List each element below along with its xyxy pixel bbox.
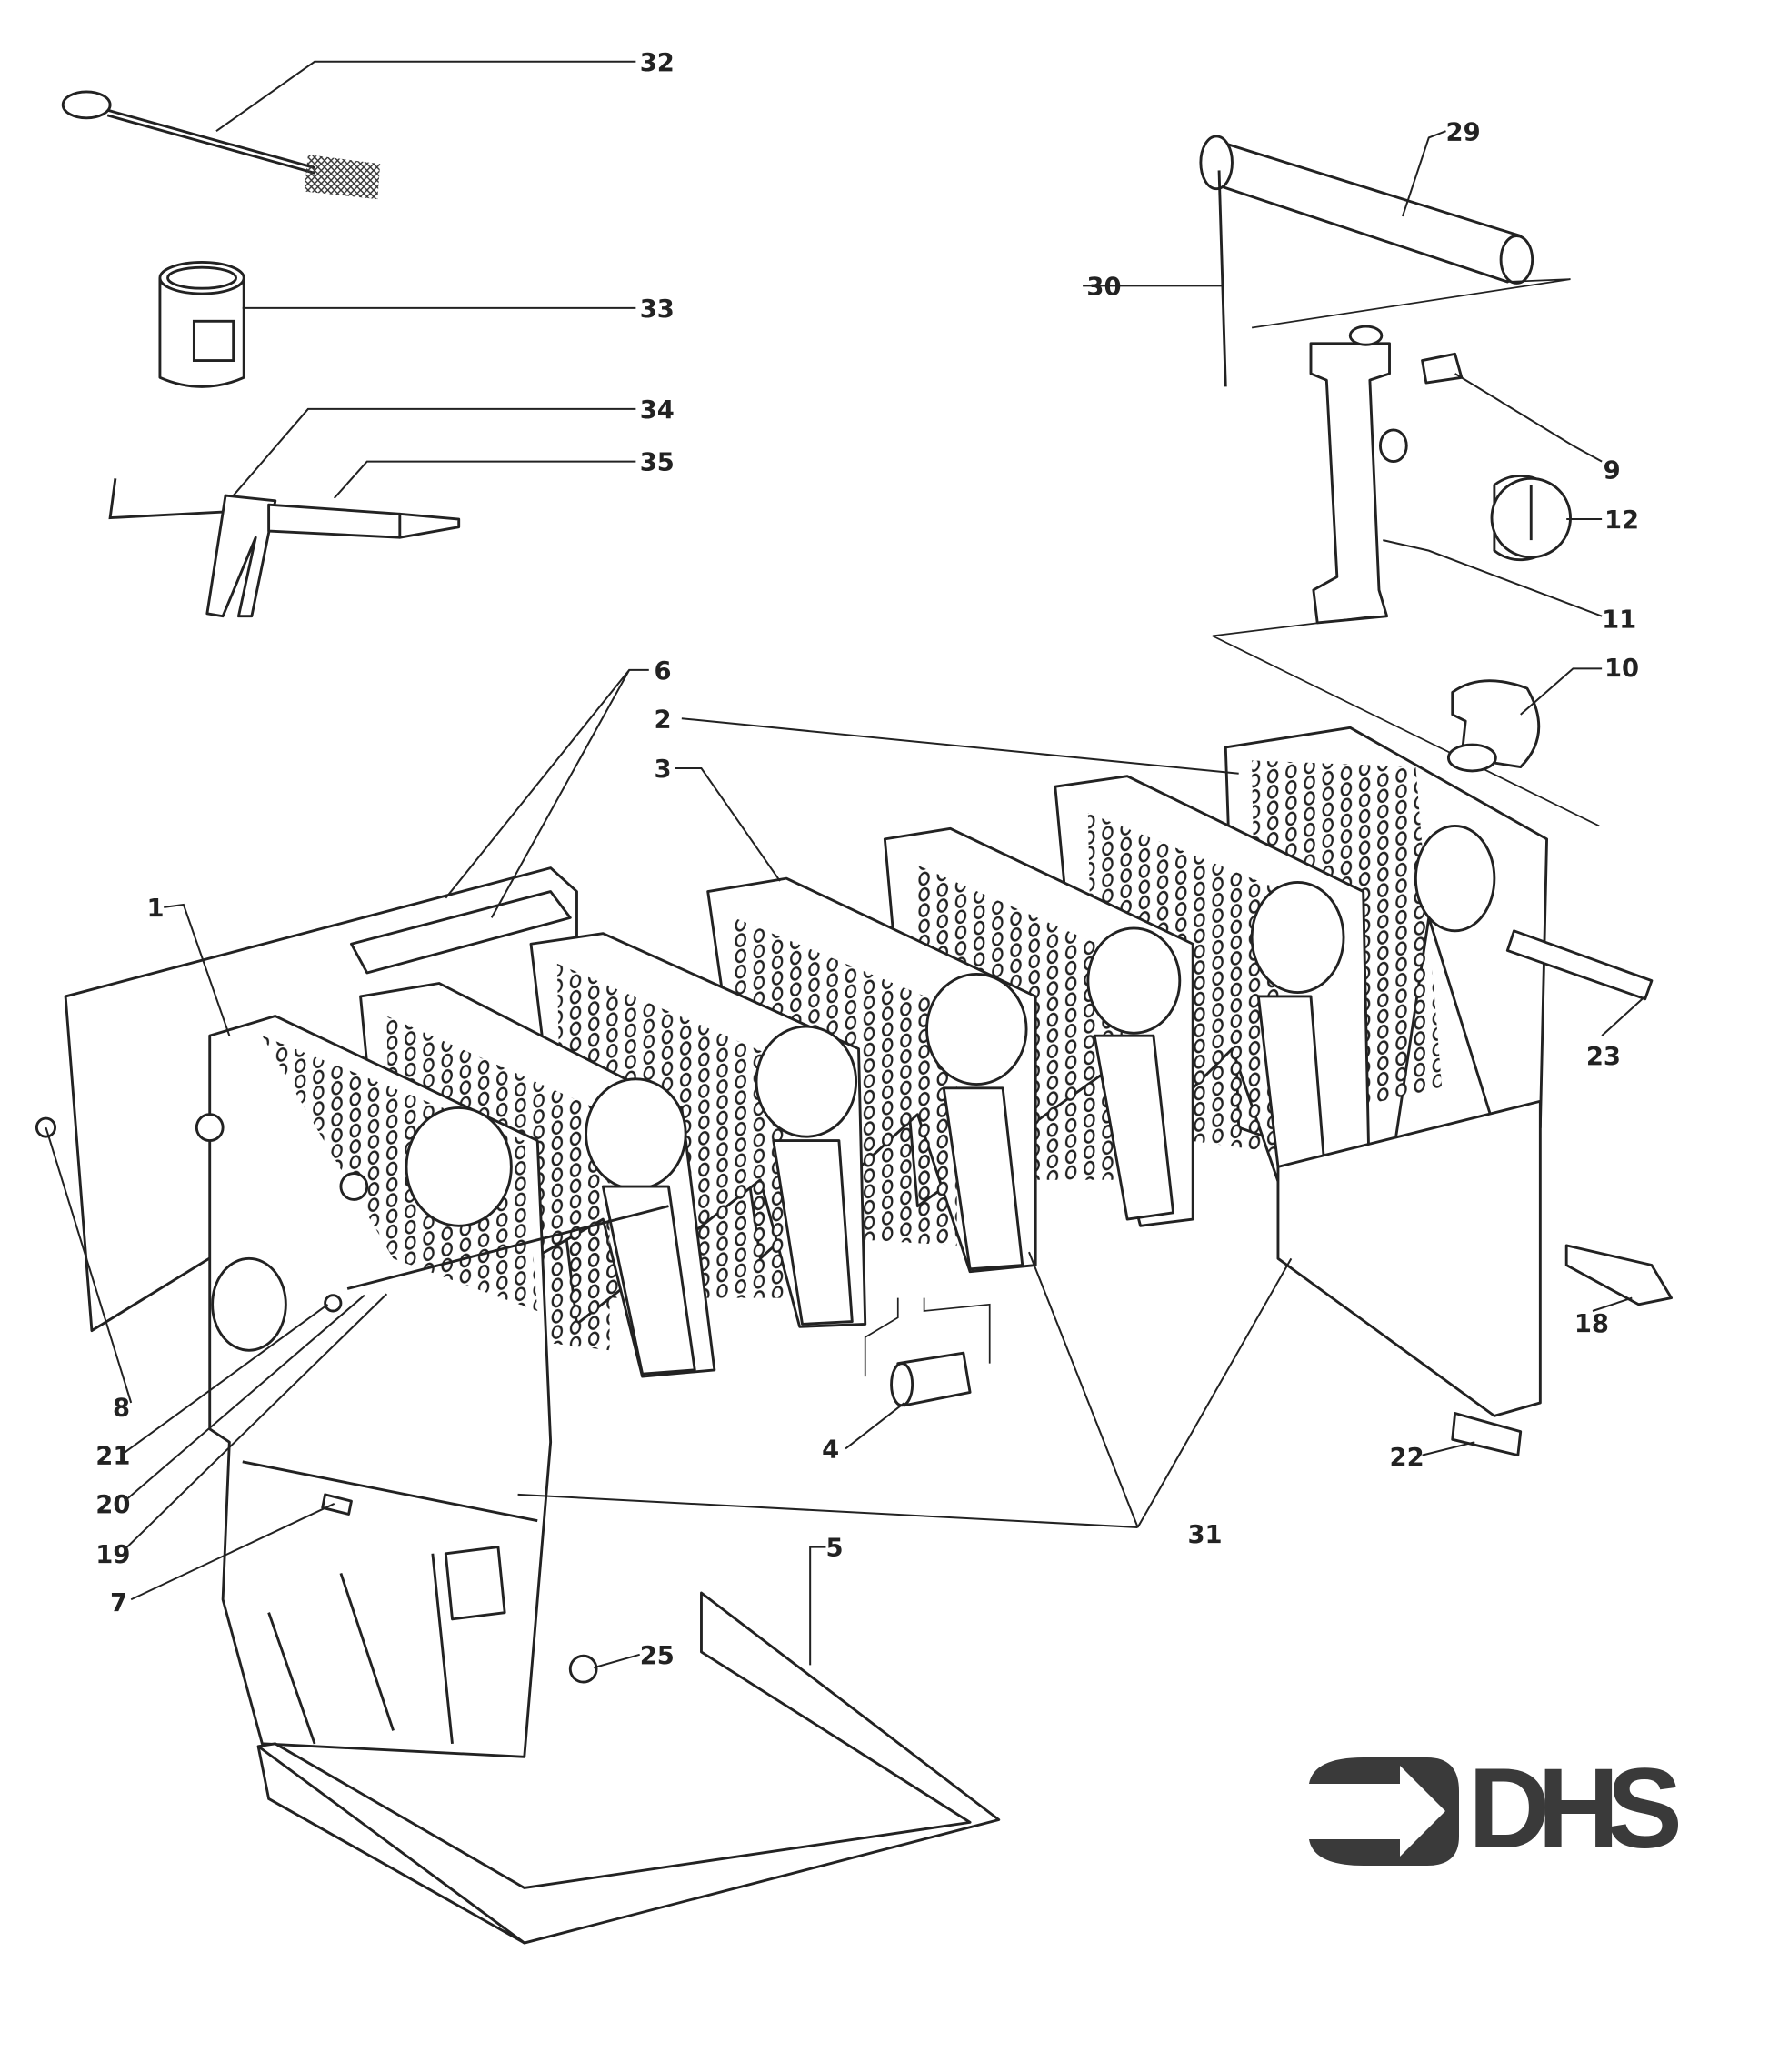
nut-25	[568, 1654, 598, 1684]
wire-brush	[61, 90, 381, 200]
label-3: 3	[655, 756, 672, 784]
manifold-pipe	[1212, 325, 1600, 827]
label-2: 2	[655, 706, 672, 734]
bolt-23	[1505, 929, 1654, 1001]
label-12: 12	[1604, 506, 1639, 535]
label-18: 18	[1574, 1310, 1609, 1338]
label-33: 33	[640, 295, 675, 324]
base-tray	[256, 1591, 1001, 1945]
label-5: 5	[825, 1535, 843, 1563]
paste-can	[158, 260, 245, 388]
label-4: 4	[822, 1436, 839, 1465]
section-front	[195, 1015, 669, 1758]
screw-7	[321, 1493, 353, 1516]
label-31: 31	[1187, 1521, 1222, 1549]
flue-pipe	[1199, 135, 1571, 387]
label-19: 19	[95, 1541, 130, 1569]
label-20: 20	[95, 1491, 130, 1519]
caulk-gun	[108, 478, 461, 618]
dhs-logo: DHS	[1309, 1746, 1692, 1872]
label-8: 8	[113, 1394, 130, 1422]
label-10: 10	[1604, 655, 1639, 683]
label-21: 21	[95, 1443, 130, 1471]
label-9: 9	[1604, 456, 1621, 485]
label-23: 23	[1586, 1043, 1621, 1071]
label-35: 35	[640, 449, 675, 477]
part-labels: 32 33 34 35 29 30 9 12 11 10 6 2 3 1 23 …	[95, 49, 1639, 1670]
label-11: 11	[1602, 606, 1636, 635]
leader-lines	[45, 60, 1646, 1669]
label-29: 29	[1446, 118, 1481, 146]
label-30: 30	[1086, 273, 1121, 301]
nipple-4	[890, 1351, 972, 1407]
label-25: 25	[640, 1642, 675, 1670]
label-34: 34	[640, 396, 675, 425]
label-32: 32	[640, 49, 675, 77]
label-22: 22	[1390, 1444, 1424, 1472]
label-1: 1	[147, 895, 165, 923]
elbow-fitting	[1446, 679, 1541, 773]
heat-exchanger-sections	[35, 726, 1673, 1758]
label-7: 7	[110, 1589, 127, 1617]
strip-22	[1451, 1412, 1523, 1457]
side-panel-right	[1276, 1099, 1542, 1417]
burner-rod-18	[1564, 1244, 1673, 1306]
logo-text: DHS	[1468, 1746, 1679, 1872]
label-6: 6	[655, 657, 672, 686]
